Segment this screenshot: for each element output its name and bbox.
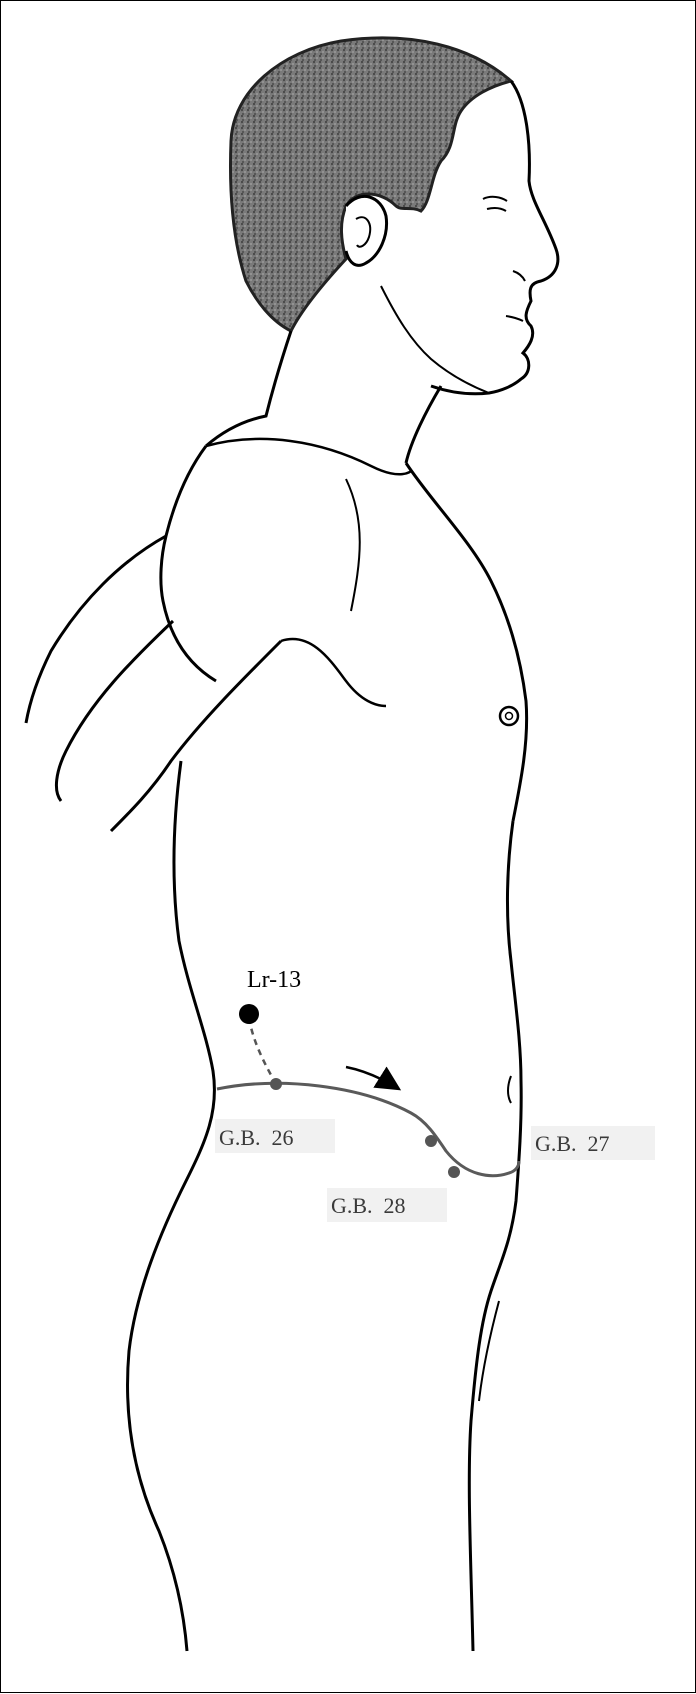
neck-back [206,331,291,446]
navel [508,1076,511,1103]
shoulder [161,446,216,681]
front-torso [469,821,521,1651]
chest-front [406,463,527,821]
eye [483,197,507,211]
nipple [500,707,518,725]
point-lr13 [239,1004,259,1024]
point-gb27 [425,1135,437,1147]
label-gb26: G.B. 26 [219,1125,294,1150]
groin-line [479,1301,499,1401]
label-gb28: G.B. 28 [331,1193,406,1218]
hair [231,38,511,331]
point-gb26 [270,1078,282,1090]
label-lr13: Lr-13 [247,967,301,993]
point-gb28 [448,1166,460,1178]
deltoid [346,479,360,611]
arm-lower [56,621,173,801]
ear [346,196,387,265]
mouth [506,271,525,321]
label-gb27: G.B. 27 [535,1131,610,1156]
shoulder-contour [206,439,411,474]
jawline [381,286,489,393]
lr13-connector [249,1018,276,1084]
direction-arrow [346,1067,399,1089]
arm-under [111,641,281,831]
armpit [281,639,386,706]
arm-upper [26,536,166,723]
neck-front [406,386,441,463]
back-torso [128,761,215,1651]
